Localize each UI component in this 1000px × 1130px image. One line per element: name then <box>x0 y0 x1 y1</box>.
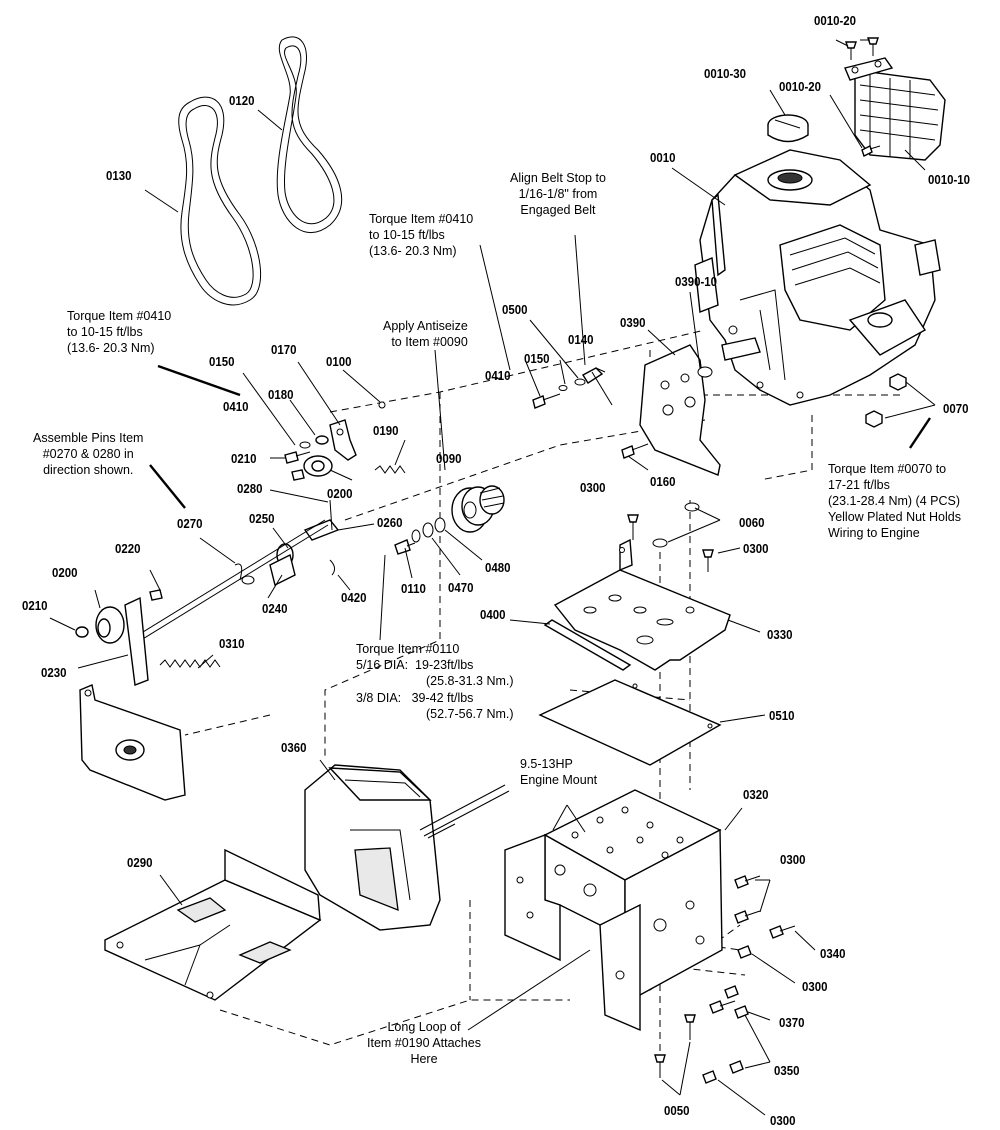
note-torque-0110-title: Torque Item #0110 <box>356 642 460 656</box>
note-torque-0110-3-8: 3/8 DIA: 39-42 ft/lbs <box>356 691 474 705</box>
callout-0330: 0330 <box>767 627 793 642</box>
frame-0320 <box>504 789 723 1032</box>
callout-0260: 0260 <box>377 515 403 530</box>
callout-0340: 0340 <box>820 946 846 961</box>
drive-pulley-0090 <box>451 485 505 533</box>
callout-0090: 0090 <box>436 451 462 466</box>
callout-0070: 0070 <box>943 401 969 416</box>
callout-0010-30: 0010-30 <box>704 66 746 81</box>
callout-0320: 0320 <box>743 787 769 802</box>
callout-0130: 0130 <box>106 168 132 183</box>
callout-0300-e: 0300 <box>770 1113 796 1128</box>
plate-0510 <box>538 679 722 766</box>
callout-0010-20-mid: 0010-20 <box>779 79 821 94</box>
callout-0420: 0420 <box>341 590 367 605</box>
muffler-guard-0010-10 <box>844 57 946 161</box>
note-torque-0410-left: Torque Item #0410 to 10-15 ft/lbs (13.6-… <box>67 309 172 355</box>
callout-0470: 0470 <box>448 580 474 595</box>
callout-0390-10: 0390-10 <box>675 274 717 289</box>
callout-0270: 0270 <box>177 516 203 531</box>
rod-0400 <box>543 619 632 671</box>
idler-assembly <box>284 401 406 481</box>
callout-0280: 0280 <box>237 481 263 496</box>
callout-0220: 0220 <box>115 541 141 556</box>
bolts-right <box>654 875 796 1084</box>
engine-0010 <box>694 149 941 406</box>
callout-0390: 0390 <box>620 315 646 330</box>
callout-0190: 0190 <box>373 423 399 438</box>
callout-0210-a: 0210 <box>231 451 257 466</box>
washers-0480 <box>394 517 446 555</box>
callout-0240: 0240 <box>262 601 288 616</box>
callout-0120: 0120 <box>229 93 255 108</box>
callout-0360: 0360 <box>281 740 307 755</box>
housing-0360 <box>304 764 510 931</box>
callout-0300-c: 0300 <box>780 852 806 867</box>
callout-0200-a: 0200 <box>327 486 353 501</box>
callout-0200-b: 0200 <box>52 565 78 580</box>
belt-stop-0140 <box>532 367 613 409</box>
callout-0350: 0350 <box>774 1063 800 1078</box>
callout-0300-b: 0300 <box>743 541 769 556</box>
note-align-belt-stop: Align Belt Stop to 1/16-1/8" from Engage… <box>510 171 606 217</box>
callout-0170: 0170 <box>271 342 297 357</box>
note-engine-mount: 9.5-13HP Engine Mount <box>520 757 598 787</box>
callout-0410-b: 0410 <box>223 399 249 414</box>
leader-lines <box>49 39 936 1116</box>
washers-0060 <box>627 502 714 572</box>
callout-0110: 0110 <box>401 581 426 596</box>
callout-0410-a: 0410 <box>485 368 511 383</box>
callout-0010-20-top: 0010-20 <box>814 13 856 28</box>
callout-0180: 0180 <box>268 387 294 402</box>
callout-0370: 0370 <box>779 1015 805 1030</box>
callout-0290: 0290 <box>127 855 153 870</box>
callout-0150-a: 0150 <box>524 351 550 366</box>
note-torque-0110-5-16: 5/16 DIA: 19-23ft/lbs <box>356 658 474 672</box>
callout-0010-10: 0010-10 <box>928 172 970 187</box>
callout-0100: 0100 <box>326 354 352 369</box>
note-apply-antiseize: Apply Antiseize to Item #0090 <box>383 319 468 349</box>
callout-0300-d: 0300 <box>802 979 828 994</box>
callout-0250: 0250 <box>249 511 275 526</box>
callout-0300-a: 0300 <box>580 480 606 495</box>
tray-0290 <box>104 848 322 1001</box>
callout-0140: 0140 <box>568 332 594 347</box>
oil-cap-0010-30 <box>767 114 809 143</box>
note-torque-0110-5-16-nm: (25.8-31.3 Nm.) <box>426 674 514 688</box>
pins-0270-0280 <box>241 499 340 587</box>
callout-0310: 0310 <box>219 636 245 651</box>
callout-0050: 0050 <box>664 1103 690 1118</box>
callout-0160: 0160 <box>650 474 676 489</box>
belt-0120 <box>276 36 343 233</box>
note-torque-0410-upper: Torque Item #0410 to 10-15 ft/lbs (13.6-… <box>369 212 474 258</box>
callout-0060: 0060 <box>739 515 765 530</box>
callout-0010: 0010 <box>650 150 676 165</box>
note-long-loop: Long Loop of Item #0190 Attaches Here <box>367 1020 481 1066</box>
note-assemble-pins: Assemble Pins Item #0270 & 0280 in direc… <box>33 431 144 477</box>
shift-rod-assembly <box>75 519 329 686</box>
note-torque-0070: Torque Item #0070 to 17-21 ft/lbs (23.1-… <box>828 462 961 540</box>
callout-0150-b: 0150 <box>209 354 235 369</box>
callout-0480: 0480 <box>485 560 511 575</box>
belt-0130 <box>178 96 262 306</box>
plate-0330 <box>553 538 731 671</box>
note-torque-0110-3-8-nm: (52.7-56.7 Nm.) <box>426 707 514 721</box>
callout-0210-b: 0210 <box>22 598 48 613</box>
callout-0230: 0230 <box>41 665 67 680</box>
engine-plate-0390 <box>621 344 721 476</box>
callout-0510: 0510 <box>769 708 795 723</box>
friction-plate-bracket <box>79 684 186 801</box>
callout-0400: 0400 <box>480 607 506 622</box>
nuts-0070 <box>865 373 907 428</box>
callout-0500: 0500 <box>502 302 528 317</box>
